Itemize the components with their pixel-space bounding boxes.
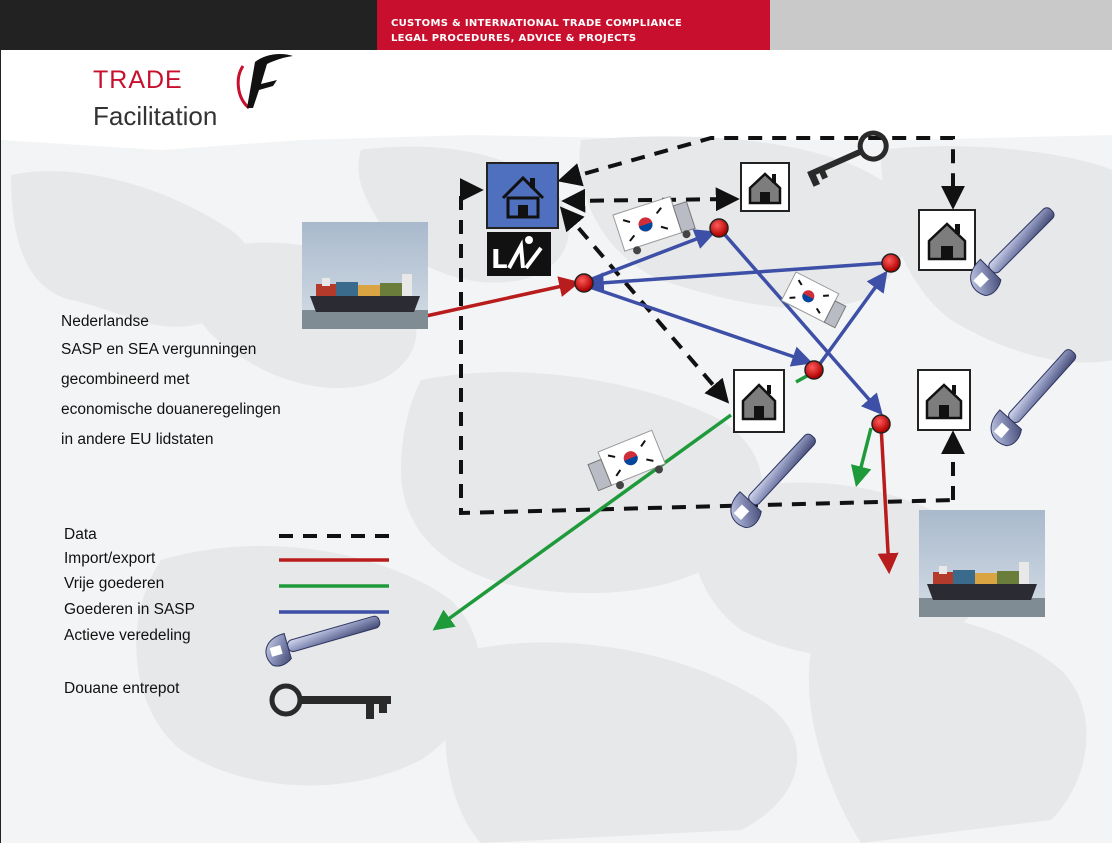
node-north: [709, 218, 729, 238]
svg-text:L: L: [491, 245, 508, 275]
import-export-lines: [279, 276, 899, 575]
header-line-1: CUSTOMS & INTERNATIONAL TRADE COMPLIANCE: [391, 18, 682, 29]
description-line: gecombineerd met: [61, 371, 190, 388]
import-line: [425, 276, 581, 318]
data-line-top: [557, 136, 965, 210]
sasp-line-5: [717, 226, 883, 416]
header-bar-dark: [1, 0, 377, 50]
description-line: SASP en SEA vergunningen: [61, 341, 257, 358]
sasp-line-2: [582, 261, 886, 294]
node-east: [881, 253, 901, 273]
description-line: economische douaneregelingen: [61, 401, 281, 418]
free-line-3: [850, 427, 873, 488]
truck-icon: [587, 429, 666, 492]
legend-label-data: Data: [64, 526, 97, 543]
free-goods-lines: [279, 370, 873, 631]
sasp-line-1: [583, 229, 716, 284]
truck-icon: [780, 271, 847, 329]
sasp-line-4: [812, 270, 888, 374]
legend-label-free-goods: Vrije goederen: [64, 575, 165, 592]
wrench-icon: [265, 615, 381, 667]
logo-f-icon: [236, 54, 293, 110]
description-line: Nederlandse: [61, 313, 149, 330]
customs-logo-icon: L: [487, 232, 551, 276]
node-center: [804, 360, 824, 380]
legend-label-customs-warehouse: Douane entrepot: [64, 680, 180, 697]
legend-label-active-processing: Actieve veredeling: [64, 627, 191, 644]
sasp-line-3: [583, 283, 813, 367]
free-line-1: [432, 413, 733, 631]
trade-facilitation-logo: TRADE Facilitation: [81, 50, 311, 135]
node-entry: [574, 273, 594, 293]
export-line: [877, 424, 899, 575]
logo-word-trade: TRADE: [93, 66, 183, 94]
header-line-2: LEGAL PROCEDURES, ADVICE & PROJECTS: [391, 33, 637, 44]
sasp-lines: [582, 226, 888, 416]
legend-label-sasp-goods: Goederen in SASP: [64, 601, 195, 618]
house-icon: [918, 209, 976, 271]
container-ship-photo: [302, 222, 428, 329]
house-icon: [917, 369, 971, 431]
wrench-icon: [990, 349, 1077, 447]
header-bar-red: [377, 0, 770, 50]
wrench-icon: [730, 433, 816, 529]
house-icon: [740, 162, 790, 212]
wrench-icon: [970, 207, 1055, 296]
node-south: [871, 414, 891, 434]
container-ship-photo: [919, 510, 1045, 617]
description-line: in andere EU lidstaten: [61, 431, 214, 448]
nodes: [574, 218, 901, 434]
key-icon: [807, 130, 889, 187]
data-line-key-house: [561, 187, 740, 213]
header-bar-grey: [770, 0, 1112, 50]
truck-icon: [612, 195, 696, 255]
house-icon: [733, 369, 785, 433]
legend-label-import-export: Import/export: [64, 550, 156, 567]
hq-house-icon: [486, 162, 559, 229]
logo-word-facilitation: Facilitation: [93, 101, 218, 131]
key-icon: [269, 683, 391, 719]
